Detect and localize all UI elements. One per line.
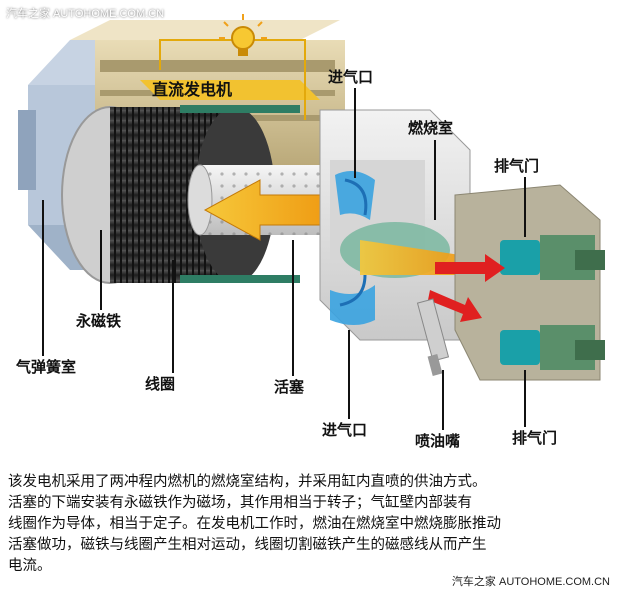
watermark-bottom: 汽车之家 AUTOHOME.COM.CN	[452, 573, 610, 589]
label-combustion-chamber: 燃烧室	[408, 117, 453, 138]
label-piston: 活塞	[274, 376, 304, 397]
caption-line: 活塞的下端安装有永磁铁作为磁场，其作用相当于转子；气缸壁内部装有	[8, 493, 612, 514]
leader-intake-bottom	[348, 330, 350, 419]
label-exhaust-top: 排气门	[494, 155, 539, 176]
leader-exhaust-top	[524, 177, 526, 237]
exhaust-assembly	[455, 185, 605, 380]
watermark-top: 汽车之家 AUTOHOME.COM.CN	[6, 5, 164, 21]
label-injector: 喷油嘴	[415, 430, 460, 451]
generator-illustration	[0, 0, 620, 468]
label-generator: 直流发电机	[152, 76, 232, 100]
label-magnet: 永磁铁	[76, 310, 121, 331]
label-intake-bottom: 进气口	[322, 419, 367, 440]
label-coil: 线圈	[145, 373, 175, 394]
caption-line: 活塞做功，磁铁与线圈产生相对运动，线圈切割磁铁产生的磁感线从而产生	[8, 535, 612, 556]
leader-piston	[292, 240, 294, 376]
leader-injector	[442, 370, 444, 430]
leader-coil	[172, 260, 174, 373]
caption-line: 该发电机采用了两冲程内燃机的燃烧室结构，并采用缸内直喷的供油方式。	[8, 472, 612, 493]
label-intake-top: 进气口	[328, 66, 373, 87]
leader-spring	[42, 200, 44, 356]
label-exhaust-bottom: 排气门	[512, 427, 557, 448]
leader-magnet	[100, 230, 102, 310]
leader-exhaust-bottom	[524, 370, 526, 427]
caption: 该发电机采用了两冲程内燃机的燃烧室结构，并采用缸内直喷的供油方式。 活塞的下端安…	[8, 472, 612, 577]
leader-combustion	[434, 140, 436, 220]
label-gas-spring: 气弹簧室	[16, 356, 76, 377]
leader-intake-top	[354, 88, 356, 178]
caption-line: 线圈作为导体，相当于定子。在发电机工作时，燃油在燃烧室中燃烧膨胀推动	[8, 514, 612, 535]
